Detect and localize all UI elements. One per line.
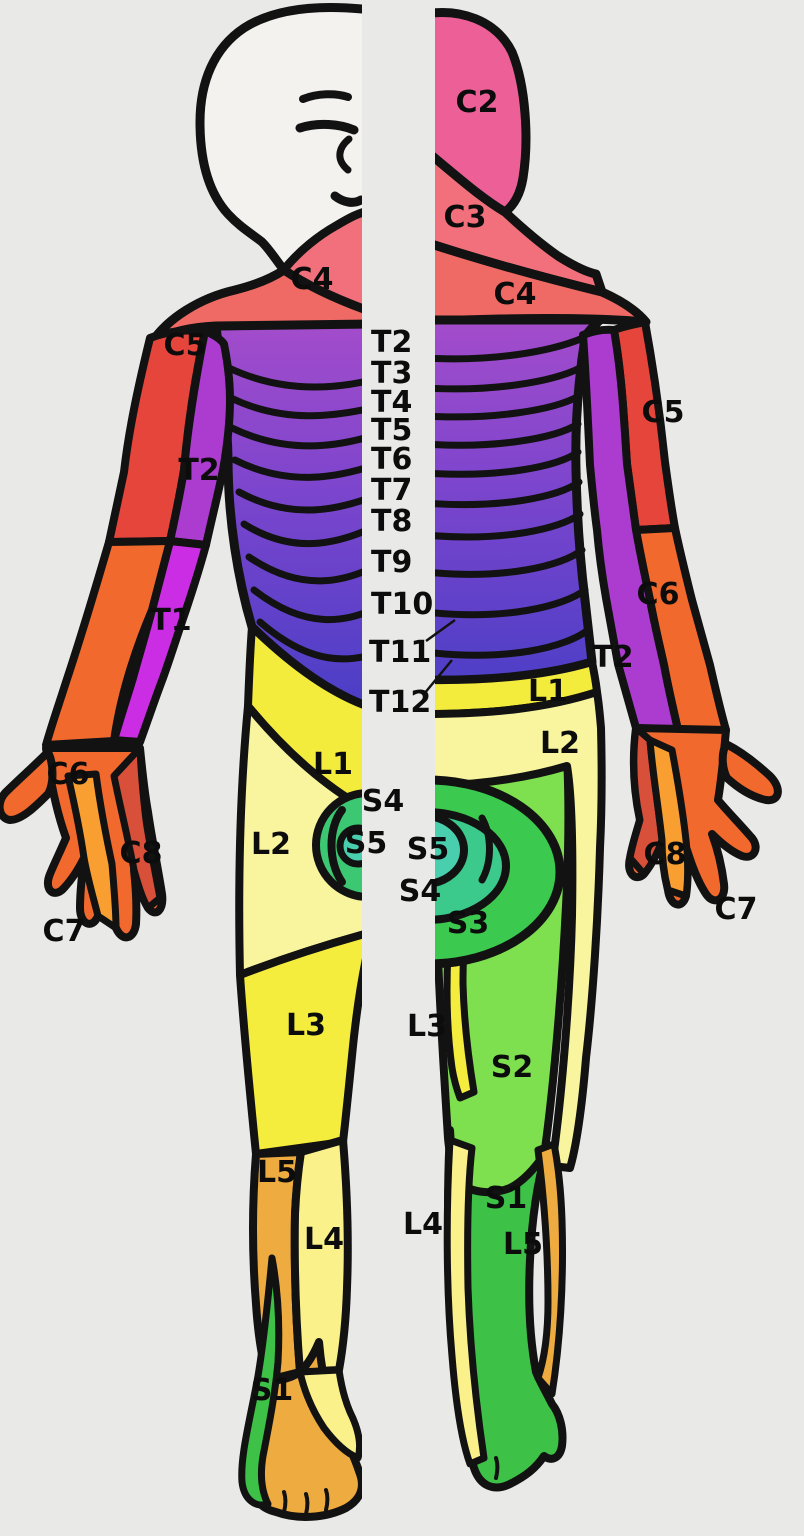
label-t8-mid: T8 (371, 504, 412, 539)
region-t2-back-arm (579, 325, 682, 734)
label-t2-mid: T2 (371, 325, 412, 360)
label-leader-line (425, 618, 456, 643)
label-t10-mid: T10 (371, 587, 433, 622)
label-t6-mid: T6 (371, 442, 412, 477)
label-c5-front: C5 (164, 328, 207, 363)
region-s5-front-center (336, 824, 362, 868)
region-c2-back (435, 8, 531, 217)
region-l3-front (236, 930, 362, 1158)
label-l5-back: L5 (503, 1227, 543, 1262)
label-c7-front: C7 (43, 914, 86, 949)
posterior-half (435, 8, 782, 1492)
label-t5-mid: T5 (371, 413, 412, 448)
eyebrow-line (299, 90, 352, 103)
s5-crescent-front (327, 806, 346, 886)
region-c8-front-hand (110, 744, 164, 912)
region-s1-front-stripe (238, 1254, 283, 1509)
label-c3-back: C3 (444, 200, 487, 235)
toe-line-back (494, 1456, 500, 1480)
nose-line (336, 135, 353, 174)
label-t3-mid: T3 (371, 356, 412, 391)
label-t4-mid: T4 (371, 385, 412, 420)
label-l4-back: L4 (403, 1207, 443, 1242)
label-c7-back: C7 (715, 892, 758, 927)
label-s5-front: S5 (345, 826, 387, 861)
region-c6-front-forearm (42, 537, 174, 749)
eye-line (295, 119, 359, 135)
anterior-half (0, 2, 362, 1521)
region-l3-back-strip (443, 948, 478, 1102)
region-l2-back (435, 688, 606, 1172)
label-c8-back: C8 (644, 837, 687, 872)
label-c2-back: C2 (456, 85, 499, 120)
dermatome-labels: C4C5T2T1C6C8C7L1L2S4S5L3L5L4S1T2T3T4T5T6… (43, 85, 758, 1408)
label-s2-back: S2 (491, 1050, 533, 1085)
facial-features (295, 90, 362, 207)
label-c4-back: C4 (494, 277, 537, 312)
label-s5-back: S5 (407, 832, 449, 867)
label-t1-front: T1 (150, 603, 191, 638)
label-s3-back: S3 (447, 906, 489, 941)
mouth-line (330, 191, 362, 207)
region-l5-back-strip (534, 1140, 566, 1398)
label-l3-front: L3 (286, 1008, 326, 1043)
region-thumb-c6-front (0, 748, 57, 824)
label-s1-front: S1 (251, 1373, 293, 1408)
region-s5-back-center (435, 813, 468, 887)
label-s1-back: S1 (485, 1181, 527, 1216)
label-l3-back: L3 (407, 1009, 447, 1044)
region-c7-back-hand (646, 736, 692, 900)
region-l4-back-strip (443, 1136, 488, 1468)
label-s4-front: S4 (362, 784, 404, 819)
leader-lines (423, 618, 456, 695)
region-t2-front-arm (166, 327, 234, 549)
label-l2-back: L2 (540, 726, 580, 761)
label-t12-mid: T12 (369, 685, 431, 720)
rib-lines-front (225, 364, 362, 663)
label-c5-back: C5 (642, 395, 685, 430)
toe-lines-front (282, 1488, 330, 1516)
label-c6-front: C6 (47, 757, 90, 792)
label-c4-front: C4 (291, 262, 334, 297)
rib-lines-back (435, 334, 592, 659)
label-c8-front: C8 (120, 836, 163, 871)
region-c7-front-hand (64, 770, 120, 932)
label-l4-front: L4 (304, 1222, 344, 1257)
label-l1-front: L1 (313, 747, 353, 782)
label-l5-front: L5 (257, 1155, 297, 1190)
label-l1-back: L1 (528, 674, 568, 709)
s5-crescent-back (478, 814, 493, 884)
label-t9-mid: T9 (371, 545, 412, 580)
region-l4-ankle-front (296, 1366, 362, 1462)
label-c6-back: C6 (637, 577, 680, 612)
region-thumb-c6-back (718, 740, 782, 805)
label-t2-front-arm: T2 (178, 453, 219, 488)
label-t11-mid: T11 (369, 635, 431, 670)
label-t7-mid: T7 (371, 473, 412, 508)
label-t2-back-arm: T2 (592, 640, 633, 675)
label-s4-back: S4 (399, 874, 441, 909)
label-leader-line (423, 659, 453, 695)
label-l2-front: L2 (251, 827, 291, 862)
